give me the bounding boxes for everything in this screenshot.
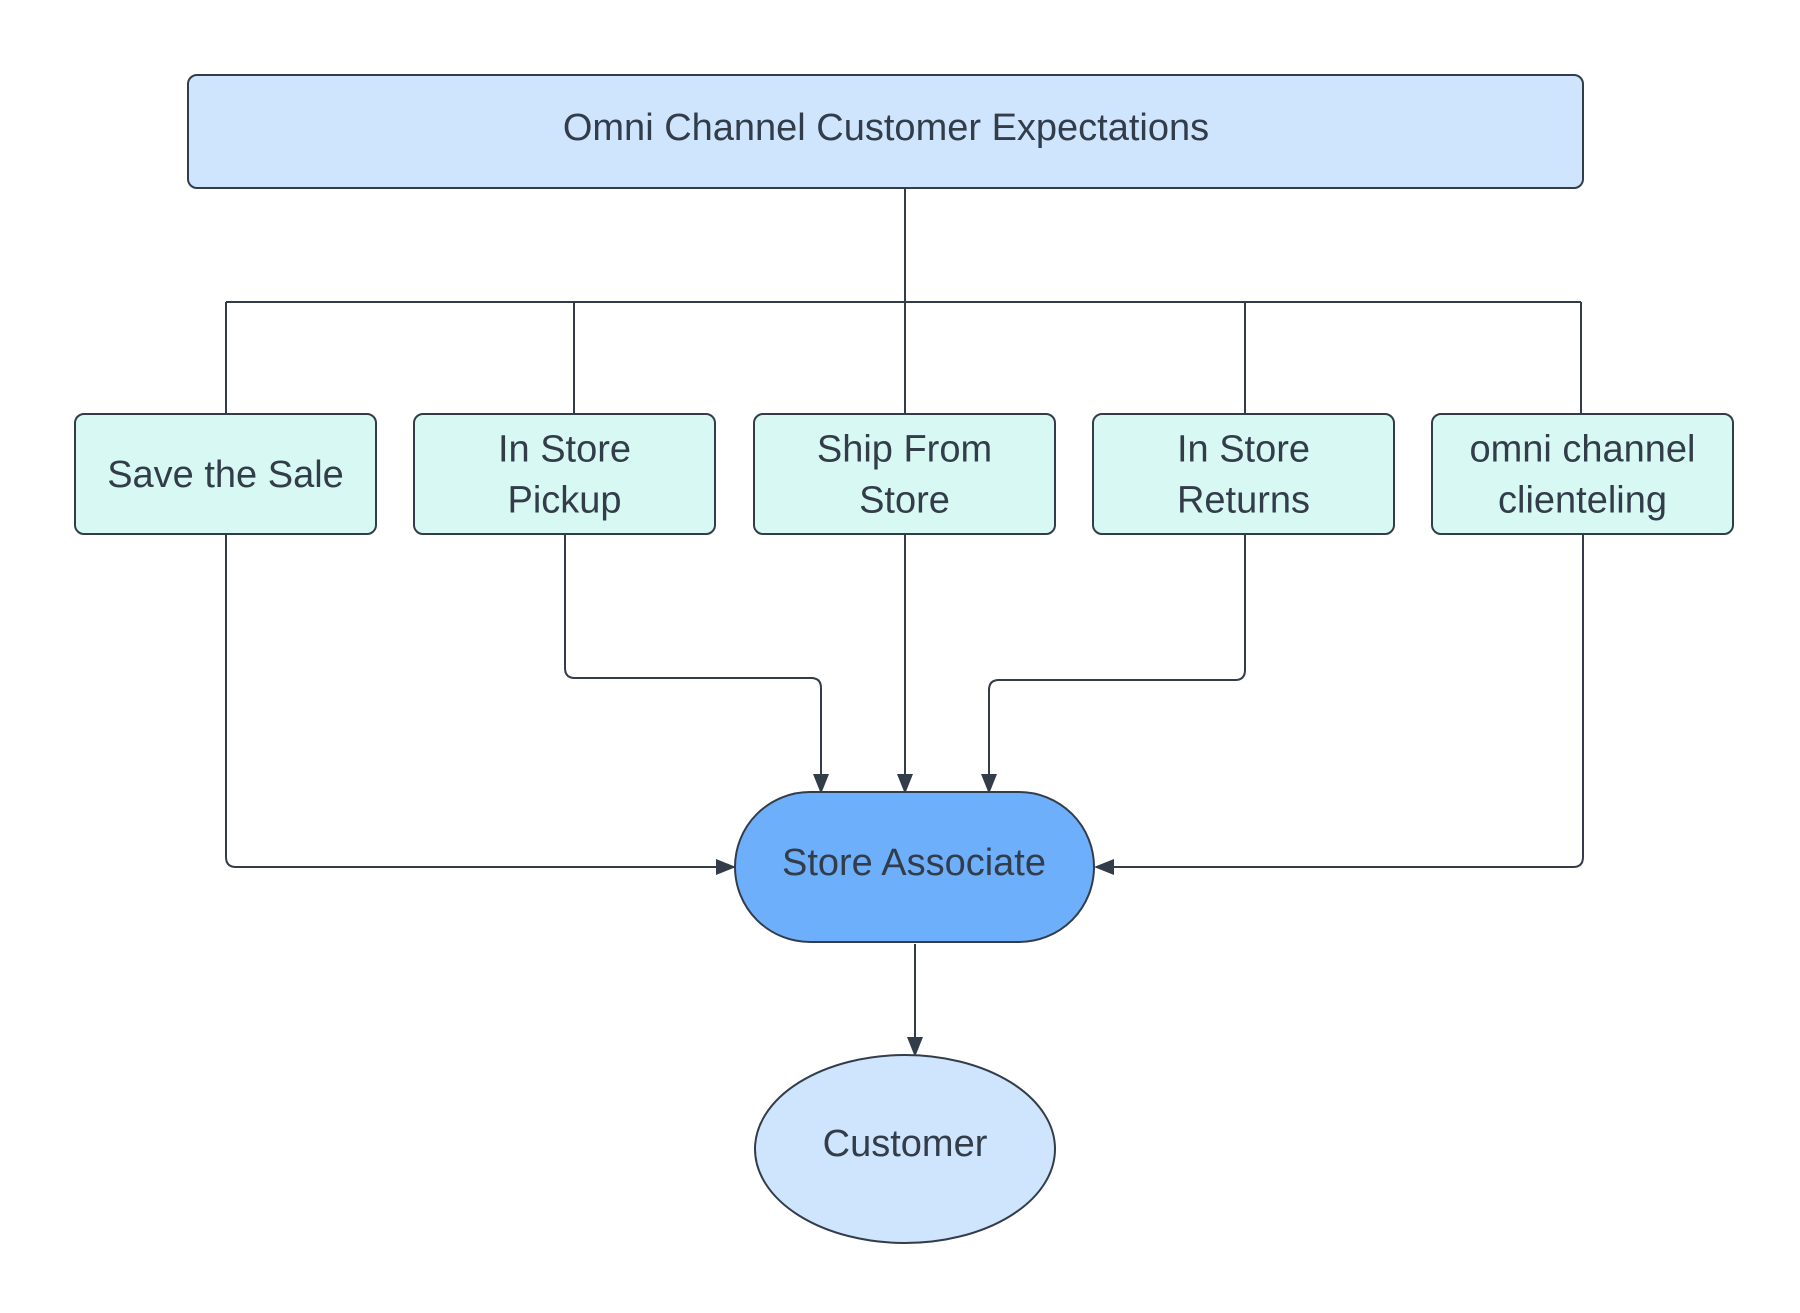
channel-box (1431, 413, 1734, 535)
title-box (187, 74, 1584, 189)
store-associate-label: Store Associate (782, 842, 1046, 884)
channel-label: In Store (498, 429, 631, 471)
channel-label: Pickup (507, 480, 621, 522)
arrow-save-the-sale-to-hub (225, 534, 736, 875)
channel-node-save-the-sale: Save the Sale (74, 413, 377, 535)
arrow-omni-channel-clienteling-to-hub (1094, 534, 1584, 875)
channel-label: clienteling (1498, 480, 1667, 522)
title-connectors (225, 188, 1582, 414)
channel-label: In Store (1177, 429, 1310, 471)
channel-connectors (225, 534, 1584, 1057)
endpoint-node: Customer (754, 1054, 1056, 1244)
channel-label: omni channel (1469, 429, 1695, 471)
channel-label: Returns (1177, 480, 1310, 522)
customer-ellipse (754, 1054, 1056, 1244)
customer-label: Customer (823, 1123, 988, 1165)
channel-node-omni-channel-clienteling: omni channel clienteling (1431, 413, 1734, 535)
channel-box (74, 413, 377, 535)
channel-label: Save the Sale (107, 454, 344, 496)
arrow-in-store-returns-to-hub (981, 534, 1246, 794)
channel-box (1092, 413, 1395, 535)
channel-label: Store (859, 480, 950, 522)
store-associate-box (734, 791, 1095, 943)
channel-box (753, 413, 1056, 535)
title-text: Omni Channel Customer Expectations (563, 107, 1209, 149)
channel-box (413, 413, 716, 535)
channel-label: Ship From (817, 429, 992, 471)
title-node: Omni Channel Customer Expectations (187, 74, 1584, 189)
arrow-in-store-pickup-to-hub (564, 534, 829, 794)
hub-node: Store Associate (734, 791, 1095, 943)
